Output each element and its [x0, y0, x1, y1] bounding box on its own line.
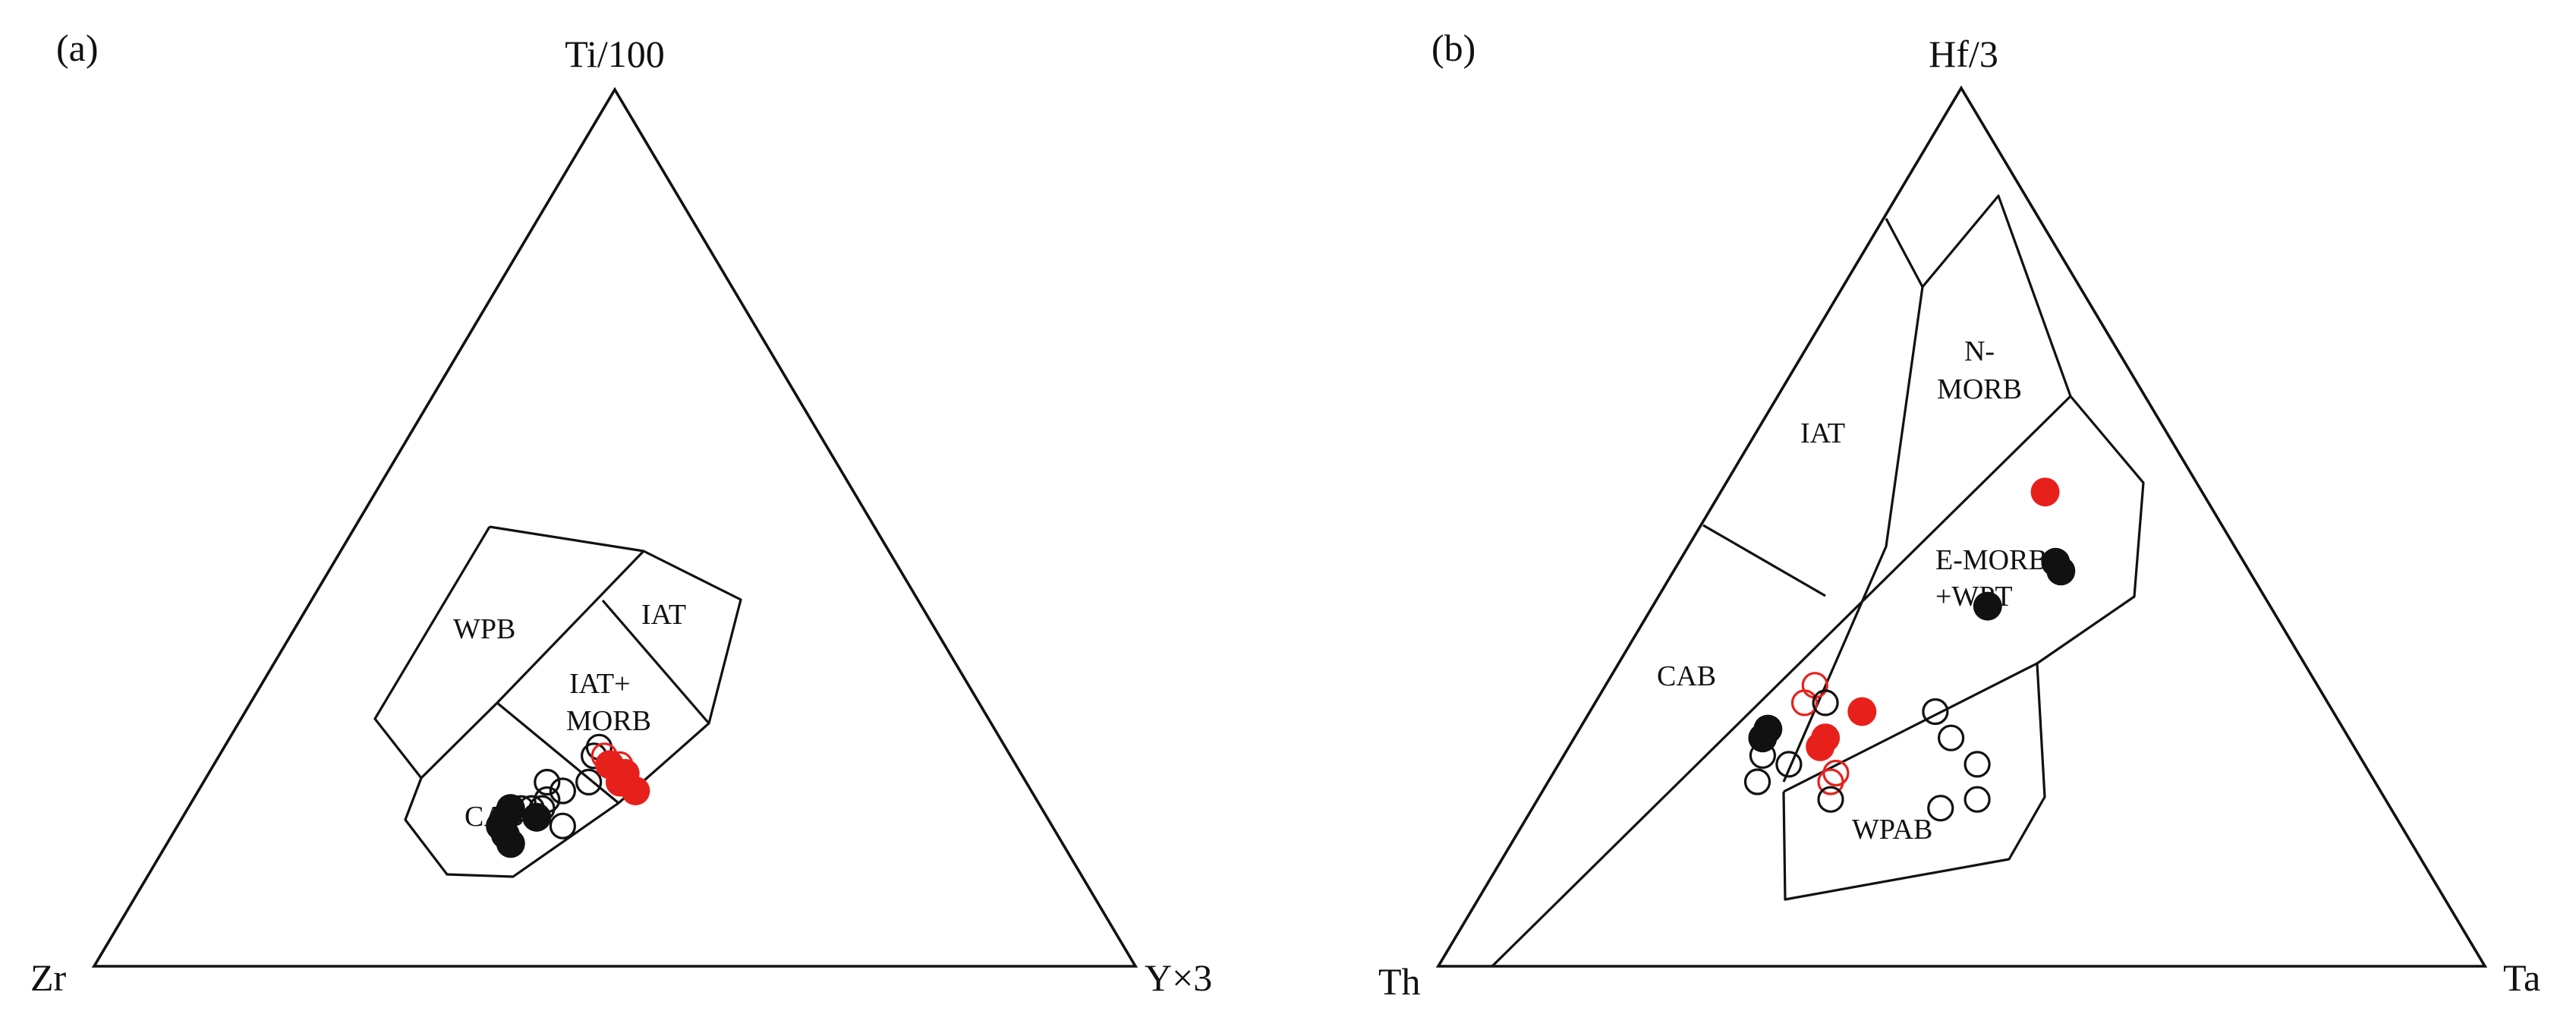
panel-a: (a) Ti/100 Zr Y×3 WPB IAT IAT+ MORB CAB [30, 27, 1212, 999]
panel-a-data-points [486, 733, 650, 858]
data-point-open-red [1801, 672, 1828, 699]
panel-b-field-iat: IAT [1800, 417, 1845, 449]
panel-b-left-label: Th [1378, 960, 1421, 1003]
panel-b-apex-label: Hf/3 [1929, 33, 1998, 75]
data-point-filled-black [496, 829, 525, 858]
panel-b-data-points [1743, 477, 2076, 822]
data-point-filled-black [522, 802, 552, 832]
data-point-open-black [1749, 742, 1776, 769]
data-point-filled-black [1973, 591, 2002, 621]
panel-a-boundary-cab-upper [420, 701, 499, 780]
panel-a-apex-label: Ti/100 [565, 33, 665, 75]
panel-a-left-label: Zr [30, 956, 67, 999]
panel-a-field-iat: IAT [641, 599, 686, 631]
data-point-filled-red [1806, 732, 1835, 761]
panel-b-boundary-diagonal [1491, 395, 2072, 968]
data-point-open-black [1812, 689, 1839, 717]
data-point-filled-red [2030, 477, 2060, 507]
panel-a-field-iat-morb-line1: IAT+ [569, 668, 631, 700]
panel-a-field-outline [373, 525, 742, 878]
data-point-open-red [1817, 768, 1844, 795]
data-point-open-black [534, 768, 561, 796]
data-point-open-black [1922, 698, 1949, 726]
data-point-open-black [1743, 768, 1771, 795]
data-point-filled-red [1847, 697, 1877, 726]
data-point-open-black [1817, 786, 1844, 813]
data-point-filled-red [621, 776, 650, 805]
data-point-open-black [1963, 751, 1991, 778]
panel-a-field-wpb: WPB [453, 613, 515, 645]
data-point-open-black [549, 812, 577, 839]
data-point-open-black [1963, 786, 1991, 813]
panel-b-boundary-outer [1782, 194, 2145, 901]
data-point-open-red [1790, 689, 1819, 717]
panel-a-field-iat-morb-line2: MORB [566, 705, 651, 737]
panel-b: (b) Hf/3 Th Ta N- MORB IAT E-MORB +WPT C… [1378, 27, 2540, 1003]
panel-b-right-label: Ta [2503, 956, 2540, 999]
panel-b-field-nmorb-line2: MORB [1937, 373, 2022, 405]
data-point-open-black [1927, 795, 1954, 822]
panel-b-boundary-cab [1702, 524, 1826, 597]
data-point-open-black [1938, 724, 1965, 751]
data-point-open-black [575, 768, 603, 796]
panel-b-triangle [1435, 85, 2488, 968]
data-point-open-black [1775, 751, 1803, 778]
panel-b-field-wpab: WPAB [1852, 814, 1932, 846]
panel-b-field-emorb-line1: E-MORB [1935, 544, 2048, 576]
panel-b-field-nmorb-line1: N- [1964, 335, 1995, 367]
panel-b-label: (b) [1431, 27, 1475, 69]
panel-a-label: (a) [56, 27, 99, 69]
panel-b-field-cab: CAB [1657, 660, 1716, 692]
panel-a-right-label: Y×3 [1145, 956, 1212, 999]
panel-a-boundary-cab-right [496, 701, 620, 805]
panel-a-boundary-wpb [496, 550, 645, 704]
data-point-filled-black [2041, 547, 2071, 577]
data-point-open-black [549, 777, 577, 805]
panel-a-triangle [91, 87, 1138, 968]
panel-a-boundary-iat [601, 599, 710, 725]
